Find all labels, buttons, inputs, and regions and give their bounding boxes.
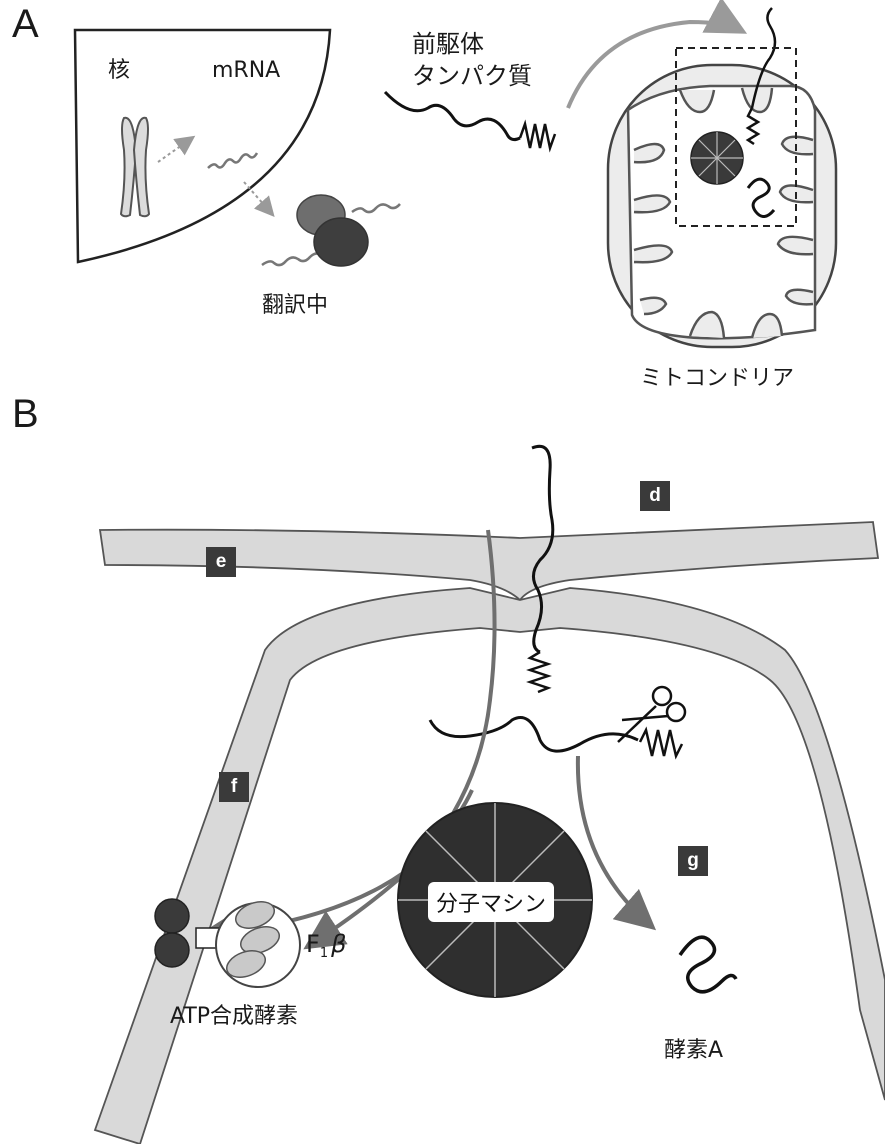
presequence-zigzag [520,124,555,148]
label-box-e: e [206,547,236,577]
cleaved-presequence [640,730,682,756]
panel-a-label: A [12,4,39,44]
enzyme-a-icon [680,937,736,992]
enzyme-a-label: 酵素A [664,1040,723,1062]
f1-beta: β [331,930,346,958]
label-box-d: d [640,481,670,511]
nucleus-label: 核 [108,60,130,82]
processed-chain [430,718,638,752]
ribosome-icon [262,195,400,266]
f1-main: F [306,930,320,958]
label-box-g: g [678,846,708,876]
export-arrow [244,182,272,214]
mitochondria-label: ミトコンドリア [640,368,794,390]
label-box-f: f [219,772,249,802]
machine-label: 分子マシン [428,882,554,922]
presequence-zigzag-import [530,652,548,692]
precursor-label-line2: タンパク質 [412,64,532,88]
panel-b-label: B [12,394,39,434]
mitochondrion-icon [608,8,836,347]
mrna-label: mRNA [212,60,280,82]
precursor-label-line1: 前駆体 [412,32,484,56]
scissors-icon [618,687,685,742]
atp-synthase-label: ATP合成酵素 [170,1006,298,1028]
precursor-protein-chain [385,92,520,140]
translating-label: 翻訳中 [262,295,328,317]
f1-sub: 1 [320,946,328,961]
